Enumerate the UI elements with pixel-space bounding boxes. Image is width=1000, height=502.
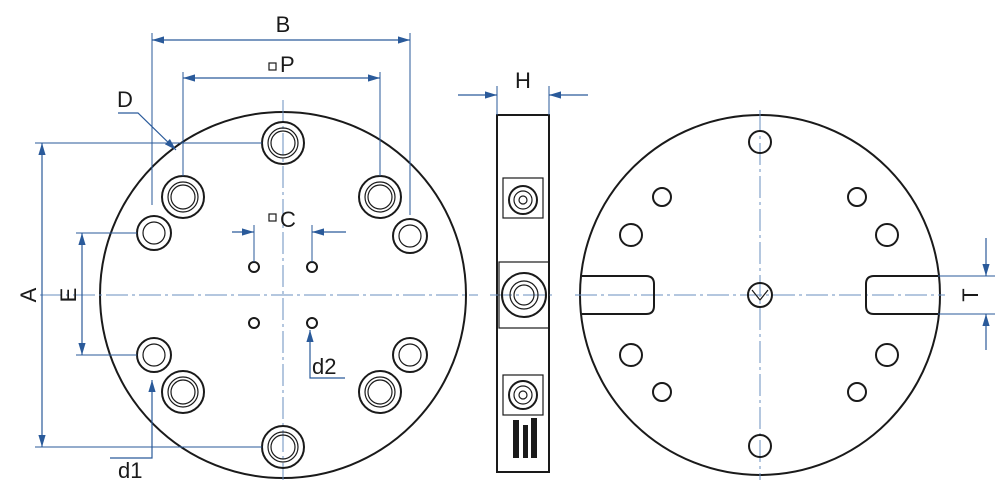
side-marking [513, 418, 537, 458]
pin-hole [306, 261, 318, 273]
dimension-label-a: A [16, 287, 41, 302]
back-hole-small [652, 382, 672, 402]
side-fitting-bottom [508, 380, 538, 410]
back-view: T [575, 110, 995, 480]
front-view: B P D C A E d1 d2 [16, 12, 478, 483]
mounting-hole-right-upper [392, 218, 428, 254]
square-symbol [268, 62, 277, 71]
back-hole [748, 130, 772, 154]
side-view-outline [496, 114, 550, 473]
counterbore-hole-upper-right [358, 175, 402, 219]
pin-hole [306, 317, 318, 329]
pin-hole [248, 317, 260, 329]
dimension-label-e: E [56, 288, 81, 303]
back-hole [875, 223, 899, 247]
dimension-label-d1: d1 [118, 458, 142, 483]
side-fitting-top [508, 185, 538, 215]
slot-left [582, 275, 655, 315]
dimension-label-d2: d2 [312, 354, 336, 379]
dimension-label-b: B [276, 12, 291, 37]
center-hole [747, 282, 773, 308]
back-hole-small [847, 187, 867, 207]
dimension-label-c: C [280, 207, 296, 232]
back-hole [619, 343, 643, 367]
pin-hole [248, 261, 260, 273]
mounting-hole-left-lower [136, 337, 172, 373]
back-hole [875, 343, 899, 367]
dimension-label-h: H [515, 68, 531, 93]
mounting-hole-right-lower [392, 337, 428, 373]
back-hole [748, 434, 772, 458]
side-port-center [501, 272, 547, 318]
mounting-hole-left-upper [136, 215, 172, 251]
side-view: H [458, 68, 588, 473]
dimension-label-d: D [117, 87, 133, 112]
square-symbol [268, 213, 277, 222]
dimension-label-t: T [958, 288, 983, 301]
dimension-label-p: P [280, 52, 295, 77]
counterbore-hole-lower-right [358, 370, 402, 414]
slot-right [865, 275, 938, 315]
back-hole-small [652, 187, 672, 207]
counterbore-hole-upper-left [161, 175, 205, 219]
leader-line-d [118, 112, 177, 151]
back-hole [619, 223, 643, 247]
counterbore-hole-lower-left [161, 370, 205, 414]
back-hole-small [847, 382, 867, 402]
leader-line-d1 [110, 380, 156, 459]
leader-line-d2 [306, 330, 345, 379]
